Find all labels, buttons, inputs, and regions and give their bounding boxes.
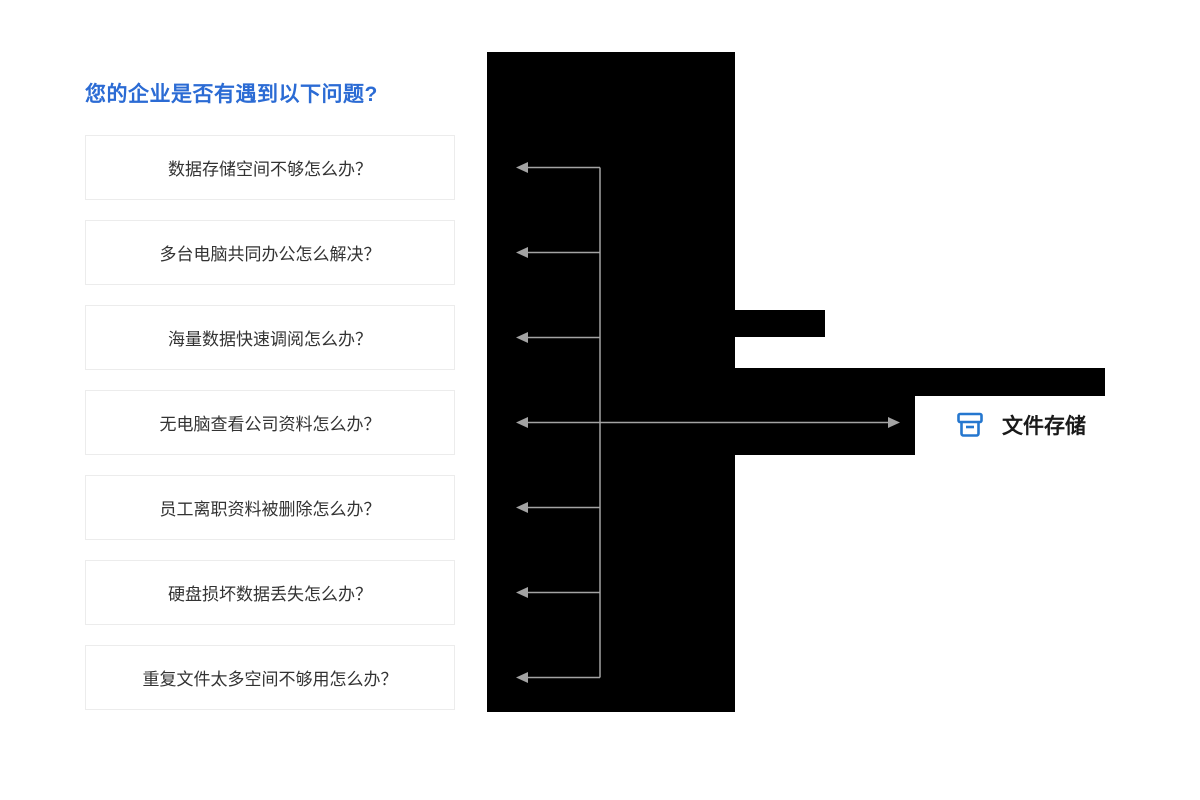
problem-item: 硬盘损坏数据丢失怎么办？ [85,560,455,625]
section-heading: 您的企业是否有遇到以下问题? [85,83,378,106]
problem-item: 海量数据快速调阅怎么办？ [85,305,455,370]
problem-item-label: 硬盘损坏数据丢失怎么办？ [168,585,372,604]
problem-item: 无电脑查看公司资料怎么办？ [85,390,455,455]
problem-item: 员工离职资料被删除怎么办？ [85,475,455,540]
device-image-block [735,396,915,455]
problem-item-label: 数据存储空间不够怎么办？ [168,160,372,179]
problem-item-label: 海量数据快速调阅怎么办？ [168,330,372,349]
problem-item-label: 无电脑查看公司资料怎么办？ [159,415,381,434]
problem-item: 数据存储空间不够怎么办？ [85,135,455,200]
device-image-block [487,52,735,712]
device-image-block [735,368,1105,396]
problem-item-label: 多台电脑共同办公怎么解决？ [159,245,381,264]
problem-item: 多台电脑共同办公怎么解决？ [85,220,455,285]
solution-label: 文件存储 [1002,415,1086,438]
solution-item: 文件存储 [952,398,1086,452]
problem-item-label: 重复文件太多空间不够用怎么办？ [142,670,398,689]
archive-box-icon [952,407,988,443]
problem-item: 重复文件太多空间不够用怎么办？ [85,645,455,710]
problem-item-label: 员工离职资料被删除怎么办？ [159,500,381,519]
device-image-block [735,310,825,337]
